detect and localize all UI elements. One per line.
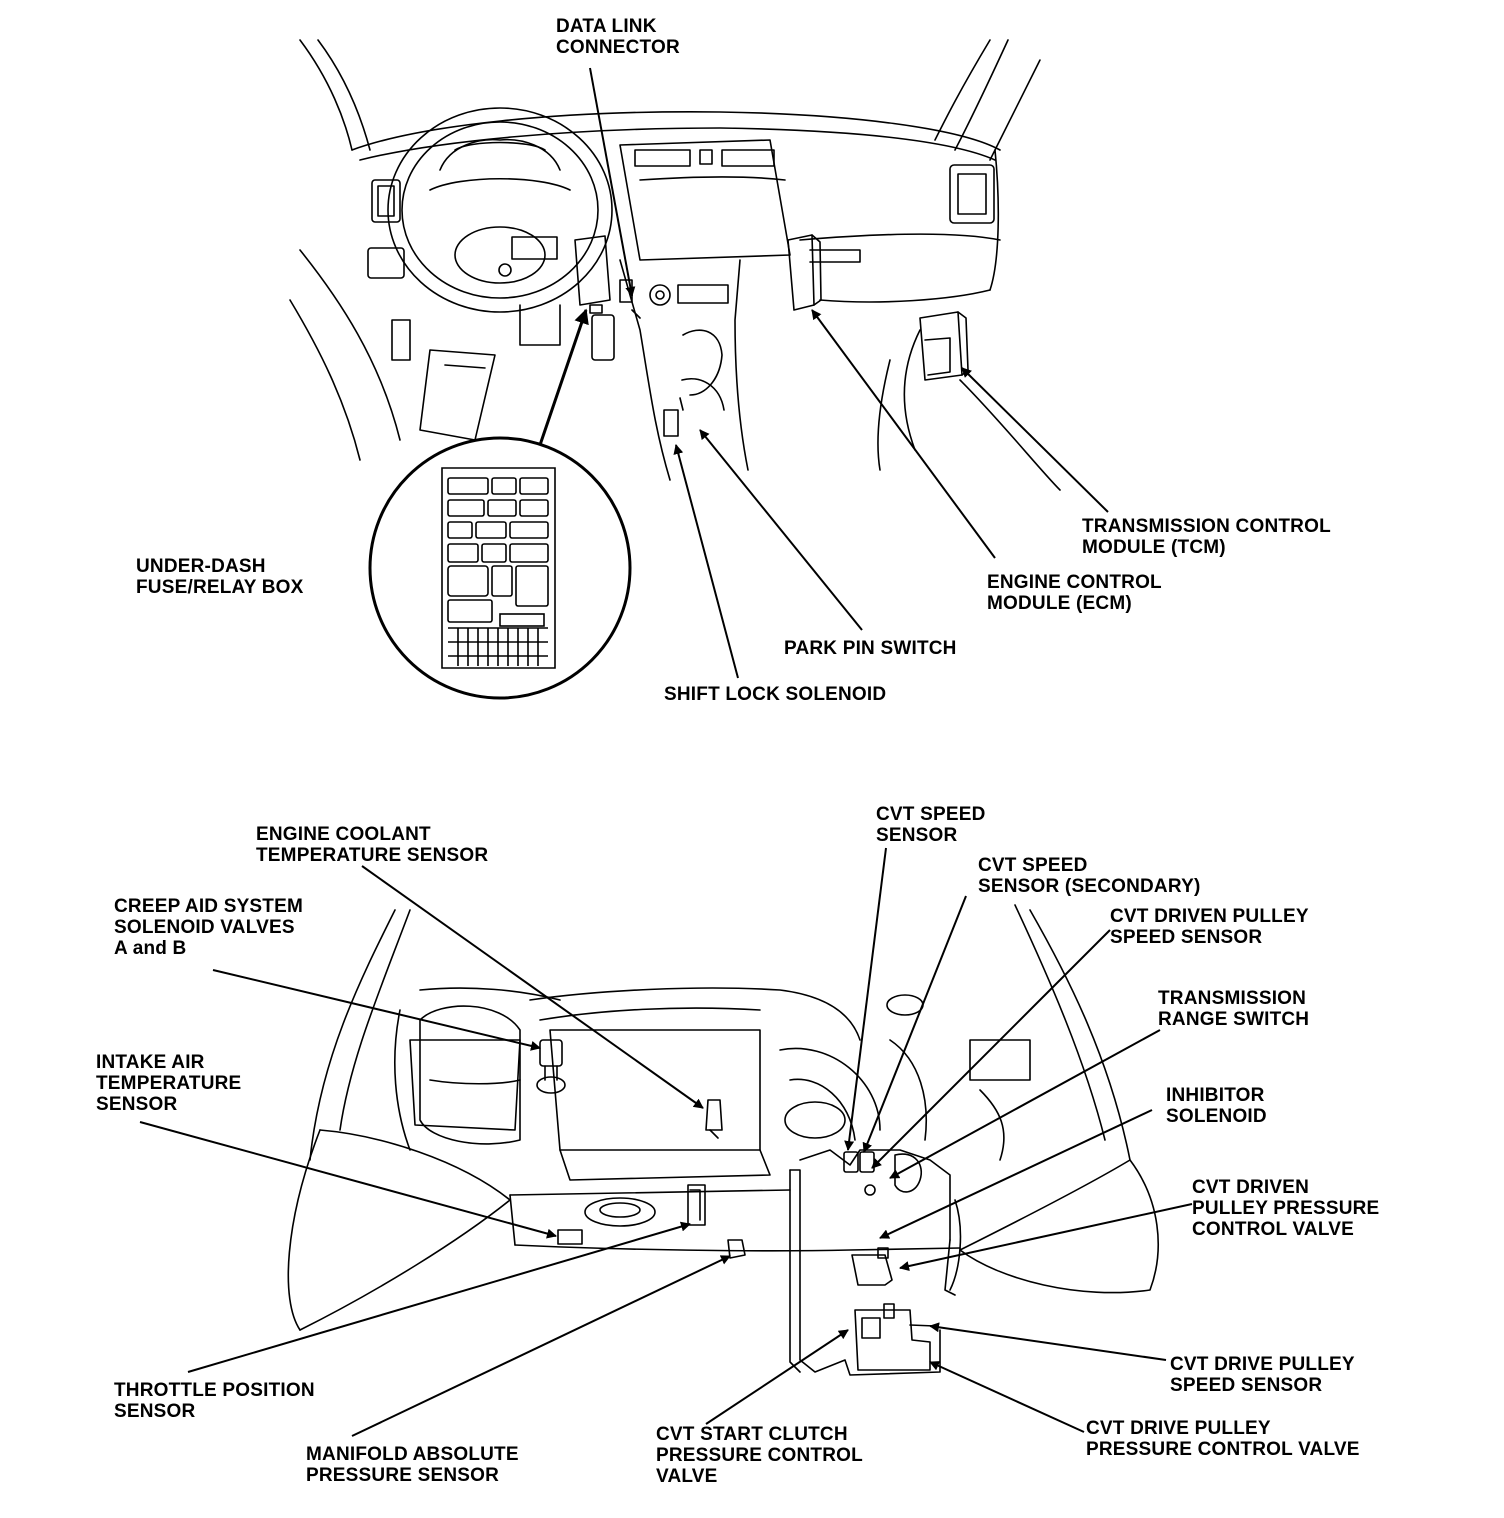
leader-lines: [139, 67, 1193, 1437]
label-shift-lock-solenoid: SHIFT LOCK SOLENOID: [664, 684, 887, 705]
label-park-pin-switch: PARK PIN SWITCH: [784, 638, 957, 659]
fuse-relay-box-callout: [368, 436, 632, 700]
engine-bay-illustration: [287, 904, 1159, 1376]
dashboard-illustration: [289, 39, 1061, 491]
